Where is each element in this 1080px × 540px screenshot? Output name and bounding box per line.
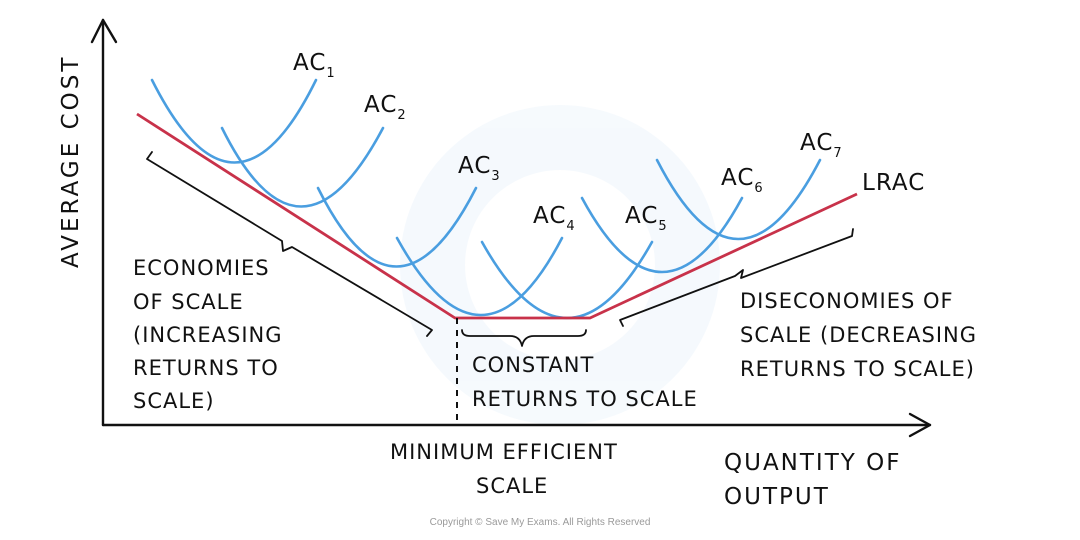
y-axis-arrowhead (90, 18, 118, 44)
lrac-label: LRAC (862, 170, 925, 196)
ac4-label: AC4 (533, 203, 575, 234)
ac7-curve (655, 158, 822, 241)
ac4-curve (395, 236, 564, 317)
ac6-label: AC6 (721, 165, 763, 196)
watermark-logo (400, 105, 720, 425)
ac3-label: AC3 (458, 153, 500, 184)
constant-returns-label: CONSTANT RETURNS TO SCALE (472, 353, 698, 411)
x-axis-arrowhead (908, 412, 932, 438)
diseconomies-of-scale-label: DISECONOMIES OF SCALE (DECREASING RETURN… (740, 289, 985, 381)
ac7-label: AC7 (800, 130, 842, 161)
diseconomies-brace (619, 228, 854, 327)
ac2-label: AC2 (364, 92, 406, 123)
ac1-curve (150, 78, 318, 164)
ac3-curve (316, 186, 478, 268)
ac6-curve (580, 196, 744, 274)
economies-brace (146, 151, 433, 337)
lrac-curve (136, 112, 858, 320)
constant-brace (461, 329, 587, 347)
ac2-curve (220, 126, 385, 208)
minimum-efficient-scale-label: MINIMUM EFFICIENT SCALE (390, 440, 625, 498)
economies-of-scale-label: ECONOMIES OF SCALE (INCREASING RETURNS T… (133, 256, 290, 413)
x-axis-label: QUANTITY OF OUTPUT (724, 450, 911, 510)
copyright-text: Copyright © Save My Exams. All Rights Re… (430, 517, 651, 528)
y-axis-label: AVERAGE COST (58, 55, 84, 268)
ac5-label: AC5 (625, 203, 667, 234)
ac1-label: AC1 (293, 50, 335, 81)
